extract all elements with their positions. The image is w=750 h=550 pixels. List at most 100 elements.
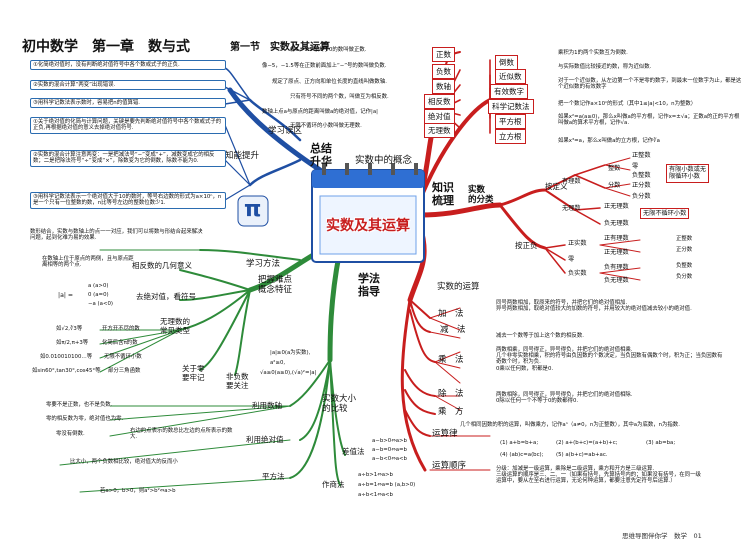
center-title: 实数及其运算 — [326, 218, 410, 234]
concept-daoshu: 倒数 — [495, 55, 518, 70]
branch-method: 学法 指导 — [358, 272, 380, 298]
desc-juedui-compare: 比大小，两个负数相比较，绝对值大的反而小 — [70, 459, 178, 465]
method-qu-juedui: 去绝对值，看符号 — [136, 292, 196, 301]
classify-zheng-wuli: 正无理数 — [604, 203, 629, 210]
branch-concept: 实数中的概念 — [355, 155, 413, 166]
classify-zheng-shishu: 正实数 — [568, 240, 587, 247]
chafa-item-1: a−b>0⇔a>b — [372, 438, 407, 444]
wuqu-1: ①化简绝对值时，没有判断绝对值符号中各个数或式子的正负. — [30, 60, 226, 71]
wuqu-2: ②实数的混合计算“两变”出现错误. — [30, 80, 226, 91]
concept-shuzhou: 数轴 — [432, 79, 455, 94]
wuli-item-7: 如sin60°,tan30°,cos45°等 — [32, 368, 101, 374]
op-chengfang: 乘 方 — [438, 407, 464, 417]
branch-line-classify — [417, 202, 503, 218]
branch-knowledge: 知识 梳理 — [432, 181, 454, 207]
method-wuli-types: 无理数的 常见类型 — [160, 317, 190, 335]
tisheng-3: ③用科学记数法表示一个绝对值大于10的数时，等号右边数的形式为a×10ⁿ，n是一… — [30, 192, 226, 209]
wuli-item-3: 如π/2,π+3等 — [56, 340, 89, 346]
classify-zheng-wuli2: 正无理数 — [604, 249, 629, 256]
summary-wuqu: 学习误区 — [268, 126, 303, 136]
desc-youxiao: 对于一个近似数，从左边第一个不是零的数字，到最末一位数字为止，都是这个近似数的有… — [558, 78, 742, 91]
desc-shunxu: 分级：加减是一级运算，乘除是二级运算，乘方和开方是三级运算. 三级运算的顺序是三… — [496, 466, 701, 485]
shuzhou-item-3: 零没有倒数. — [56, 431, 85, 437]
concept-kexue: 科学记数法 — [488, 99, 534, 114]
method-bijiao: 实数大小 的比较 — [322, 394, 357, 414]
classify-fu-shishu: 负实数 — [568, 270, 587, 277]
chafa-item-2: a−b=0⇔a=b — [372, 447, 407, 453]
op-jian: 减 法 — [440, 325, 466, 335]
classify-title: 实数 的分类 — [468, 185, 494, 205]
method-xiangfan-geo: 相反数的几何意义 — [132, 261, 192, 270]
desc-xuexi: 数形结合，实数与数轴上的点一一对应，我们可以将数与形结合起来解决问题，起到化难为… — [30, 229, 203, 242]
classify-zheng-fenshu: 正分数 — [632, 182, 651, 189]
wuli-item-2: 开方开不尽的数 — [102, 326, 140, 332]
method-liyong-shuzhou: 利用数轴 — [252, 401, 282, 410]
concept-zhengshu: 正数 — [432, 47, 455, 62]
classify-wuli: 无理数 — [562, 205, 581, 212]
op-cheng: 乘 法 — [438, 355, 464, 365]
method-shangfa: 作商法 — [322, 480, 345, 489]
center-card — [311, 163, 425, 263]
classify-youli: 有理数 — [562, 178, 581, 185]
footer: 思维导图伴你学 数学 01 — [622, 532, 702, 540]
desc-jia: 同号两数相加，取原来的符号，并把它们的绝对值相加. 异号两数相加，取绝对值较大的… — [496, 300, 692, 313]
classify-ling2: 零 — [568, 256, 575, 263]
method-ling-zhong: 关于零 要牢记 — [182, 364, 205, 382]
op-chu: 除 法 — [438, 389, 464, 399]
method-chafa: 差值法 — [342, 447, 365, 456]
wuli-item-8: 部分三角函数 — [108, 368, 141, 374]
concept-wuli: 无理数 — [424, 123, 455, 138]
concept-jinsi: 近似数 — [495, 69, 526, 84]
feifu-item-3: √a≥0(a≥0),(√a)²=|a| — [260, 370, 317, 376]
classify-zheng-zhengshu: 正整数 — [632, 152, 651, 159]
shuzhou-item-2: 零的相反数为零，绝对值也为零. — [46, 416, 124, 422]
law-2: (2) a+(b+c)=(a+b)+c; — [556, 440, 618, 446]
concept-fushu: 负数 — [432, 64, 455, 79]
desc-shuzhou: 规定了原点、正方向和单位长度的直线叫做数轴. — [272, 79, 387, 85]
classify-zheng-fenshu-r: 正分数 — [676, 247, 693, 253]
method-feifu: 非负数 要关注 — [226, 372, 249, 390]
method-bawo: 把握难点 概念特征 — [258, 275, 293, 295]
law-4: (4) (ab)c=a(bc); — [500, 452, 544, 458]
method-xuexi: 学习方法 — [246, 259, 281, 269]
classify-fu-fenshu-r: 负分数 — [676, 274, 693, 280]
method-pingfang: 平方法 — [262, 472, 285, 481]
shuzhou-item-1: 零要不是正数，也不是负数. — [46, 402, 113, 408]
desc-cheng: 两数相乘，同号得正，异号得负，并把它们的绝对值相乘. 几个非零实数相乘，积的符号… — [496, 347, 723, 372]
desc-chu: 两数相除，同号得正，异号得负，并把它们的绝对值相除. 0除以任何一个不等于0的数… — [496, 392, 633, 405]
desc-pingfang: 如果x²=a(a≥0)，那么x叫做a的平方根，记作x=±√a；正数a的正的平方根… — [558, 114, 740, 127]
abs-case-1: a (a>0) — [88, 283, 109, 289]
classify-by-def: 按定义 — [545, 182, 568, 191]
abs-case-3: −a (a<0) — [88, 301, 113, 307]
shangfa-item-1: a÷b>1⇔a>b — [358, 472, 393, 478]
classify-fu-wuli: 负无理数 — [604, 220, 629, 227]
desc-kexue: 把一个数记作a×10ⁿ的形式（其中1≤|a|<10，n为整数） — [558, 101, 697, 107]
shangfa-item-2: a÷b=1⇔a=b (a,b>0) — [358, 482, 416, 488]
op-yunsuanlv: 运算律 — [432, 429, 458, 439]
concept-juedui: 绝对值 — [424, 109, 455, 124]
law-5: (5) a(b+c)=ab+ac. — [556, 452, 608, 458]
desc-juedui: 数轴上点a与原点的距离叫做a的绝对值，记作|a| — [262, 109, 378, 115]
classify-fu-youli: 负有理数 — [604, 264, 629, 271]
classify-youxian: 有限小数或无 限循环小数 — [666, 164, 710, 183]
desc-fushu: 像−5，−1.5等在正数前面加上“−”号的数叫做负数. — [262, 63, 387, 69]
chafa-item-3: a−b<0⇔a<b — [372, 456, 407, 462]
classify-by-sign: 按正负 — [515, 241, 538, 250]
page-title: 初中数学 第一章 数与式 — [22, 39, 190, 55]
desc-chengfang: 几个相同因数的积的运算，叫做乘方，记作aⁿ（a≠0，n为正整数），其中a为底数，… — [460, 422, 680, 428]
desc-jinsi: 与实际数值比较接近的数，称为近似数. — [558, 64, 652, 70]
classify-fu-zhengshu-r: 负整数 — [676, 263, 693, 269]
wuqu-3: ③用科学记数法表示数时，容易把n的值算错. — [30, 98, 226, 109]
law-3: (3) ab=ba; — [646, 440, 676, 446]
desc-xiangfan-geo: 在数轴上位于原点的两侧，且与原点距离相等的两个点. — [42, 256, 134, 269]
wuli-item-5: 如0.010010100…等 — [40, 354, 93, 360]
classify-zheng-youli: 正有理数 — [604, 235, 629, 242]
desc-daoshu: 乘积为1的两个实数互为倒数. — [558, 50, 628, 56]
method-liyong-juedui: 利用绝对值 — [246, 435, 284, 444]
feifu-item-2: a²≥0, — [270, 360, 286, 366]
wuli-item-4: 化简后含π的数 — [102, 340, 138, 346]
law-1: (1) a+b=b+a; — [500, 440, 539, 446]
classify-zheng-zhengshu-r: 正整数 — [676, 236, 693, 242]
pi-icon: π — [244, 197, 262, 222]
